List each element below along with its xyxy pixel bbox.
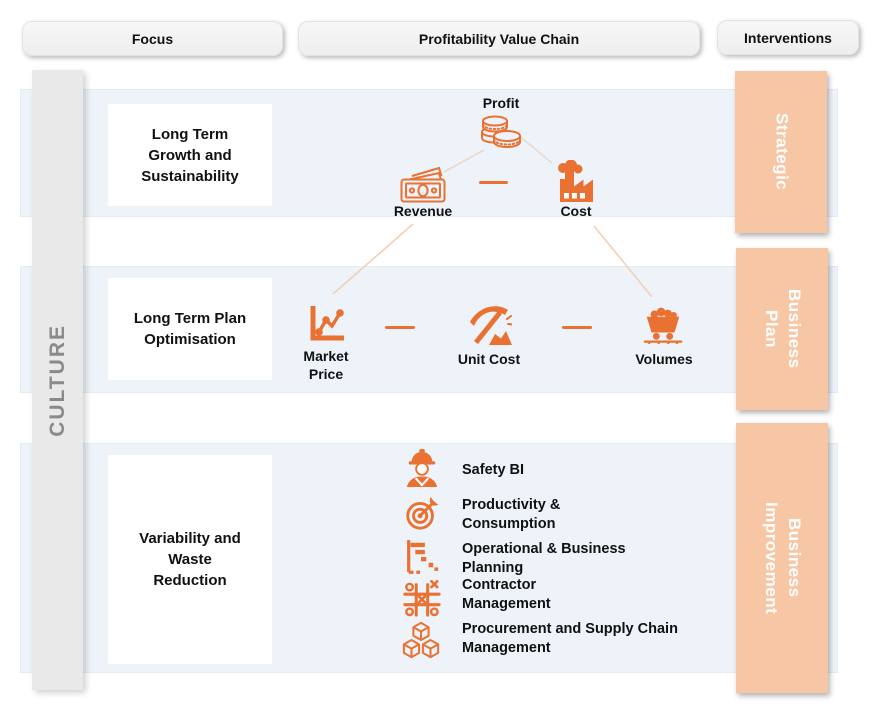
culture-bar: CULTURE (32, 70, 83, 690)
pickaxe-icon (464, 300, 514, 345)
cost-label: Cost (560, 203, 592, 219)
coins-icon (477, 112, 525, 156)
safety-worker-icon (403, 446, 441, 488)
intervention-box-business-plan: Business Plan (736, 248, 828, 410)
volumes-label: Volumes (635, 351, 693, 367)
market-price-label: Market Price (303, 348, 349, 382)
culture-label: CULTURE (45, 323, 69, 437)
focus-box-long-term-plan: Long Term Plan Optimisation (107, 277, 273, 381)
gantt-chart-icon (403, 538, 441, 576)
factory-icon (553, 159, 599, 202)
procurement-supply-chain-label: Procurement and Supply Chain Management (462, 621, 678, 656)
contractor-management-label: Contractor Management (462, 577, 551, 612)
interventions-header-pill: Interventions (717, 20, 859, 55)
operational-business-planning-label: Operational & Business Planning (462, 541, 626, 576)
minus-connector (562, 326, 592, 329)
strategic-label: Strategic (772, 113, 792, 191)
focus-box-variability-waste: Variability and Waste Reduction (107, 454, 273, 665)
minus-connector (385, 326, 415, 329)
business-improvement-label: Business Improvement (762, 501, 804, 615)
target-arrow-icon (403, 493, 441, 531)
safety-bi-label: Safety BI (462, 462, 525, 478)
unit-cost-label: Unit Cost (457, 351, 521, 367)
line-chart-icon (306, 302, 346, 344)
profit-label: Profit (482, 95, 520, 111)
intervention-box-business-improvement: Business Improvement (736, 423, 828, 693)
banknote-icon (398, 164, 446, 204)
intervention-box-strategic: Strategic (735, 71, 827, 233)
profitability-value-chain-header-pill: Profitability Value Chain (298, 21, 700, 56)
cubes-icon (400, 621, 442, 661)
minus-connector (479, 181, 508, 184)
strategy-grid-icon (400, 578, 442, 618)
mine-cart-icon (640, 300, 686, 345)
revenue-label: Revenue (393, 203, 453, 219)
focus-header-pill: Focus (22, 21, 283, 56)
business-plan-label: Business Plan (762, 289, 804, 369)
focus-box-long-term-growth: Long Term Growth and Sustainability (107, 103, 273, 207)
productivity-consumption-label: Productivity & Consumption (462, 497, 561, 532)
